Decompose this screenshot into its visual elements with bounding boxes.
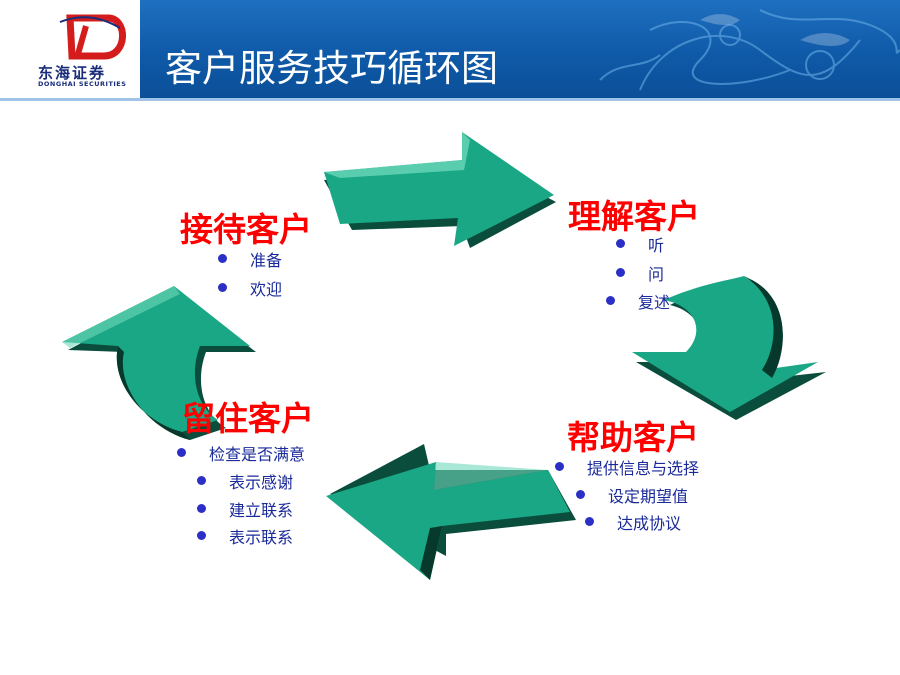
bullet-icon: [197, 476, 206, 485]
list-item: 准备: [218, 247, 282, 271]
logo: 东海证券 DONGHAI SECURITIES: [0, 0, 140, 98]
list-item: 表示联系: [197, 524, 293, 548]
bullet-icon: [218, 283, 227, 292]
logo-mark-icon: [59, 14, 126, 60]
list-item: 设定期望值: [576, 483, 688, 507]
logo-subtitle: DONGHAI SECURITIES: [38, 80, 127, 88]
dragon-pattern-decoration: [599, 9, 900, 91]
bullet-icon: [177, 448, 186, 457]
bullet-icon: [197, 504, 206, 513]
bullet-icon: [555, 462, 564, 471]
list-item: 复述: [606, 289, 670, 313]
list-item: 听: [616, 232, 664, 256]
stage-title-retain: 留住客户: [182, 399, 314, 438]
list-item: 问: [616, 261, 664, 285]
header-banner: 东海证券 DONGHAI SECURITIES 客户服务技巧循环图: [0, 0, 900, 98]
arrow-top-icon: [324, 132, 556, 248]
arrow-left-icon: [62, 286, 256, 440]
list-item: 欢迎: [218, 276, 282, 300]
bullet-icon: [585, 517, 594, 526]
arrow-bottom-icon: [326, 444, 576, 580]
list-item: 检查是否满意: [177, 441, 305, 465]
stage-title-understand: 理解客户: [568, 197, 700, 236]
header-divider: [0, 98, 900, 101]
list-item: 提供信息与选择: [555, 455, 699, 479]
stage-title-help: 帮助客户: [567, 418, 699, 457]
arrow-right-icon: [632, 276, 826, 420]
list-item: 表示感谢: [197, 469, 293, 493]
bullet-icon: [218, 254, 227, 263]
bullet-icon: [576, 490, 585, 499]
bullet-icon: [606, 296, 615, 305]
list-item: 建立联系: [197, 497, 293, 521]
logo-name: 东海证券: [38, 64, 107, 82]
stage-title-receive: 接待客户: [180, 210, 312, 249]
bullet-icon: [197, 531, 206, 540]
bullet-icon: [616, 239, 625, 248]
list-item: 达成协议: [585, 510, 681, 534]
page-title: 客户服务技巧循环图: [165, 47, 498, 90]
bullet-icon: [616, 268, 625, 277]
